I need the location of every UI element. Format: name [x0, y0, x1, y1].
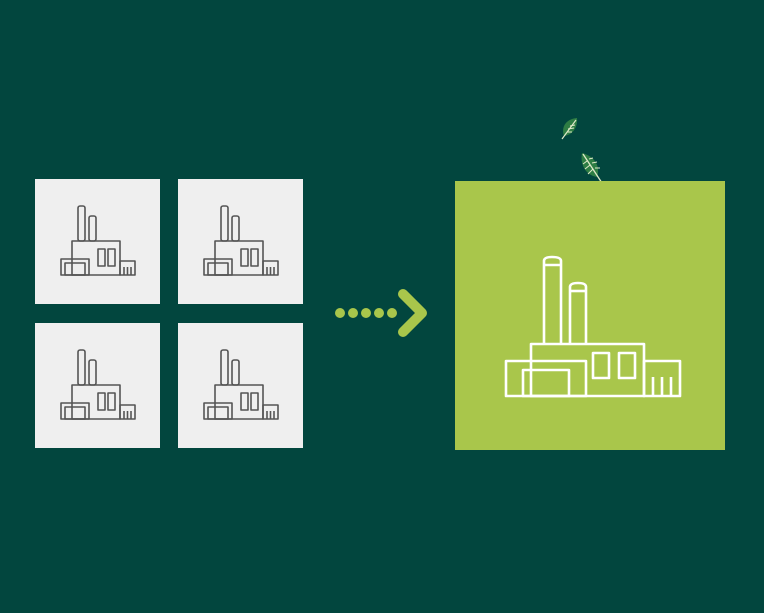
leaf-icon — [581, 153, 603, 184]
sustainable-factory-box — [455, 181, 725, 450]
leaf-icon — [561, 118, 578, 140]
factory-tile — [178, 179, 303, 304]
factory-tile — [35, 323, 160, 448]
factory-icon — [203, 349, 279, 420]
green-factory-icon — [504, 255, 682, 398]
factory-icon — [203, 205, 279, 276]
factory-tile — [35, 179, 160, 304]
factory-tile — [178, 323, 303, 448]
dotted-arrow-right-icon — [335, 289, 427, 337]
factory-icon — [60, 205, 136, 276]
factory-icon — [60, 349, 136, 420]
